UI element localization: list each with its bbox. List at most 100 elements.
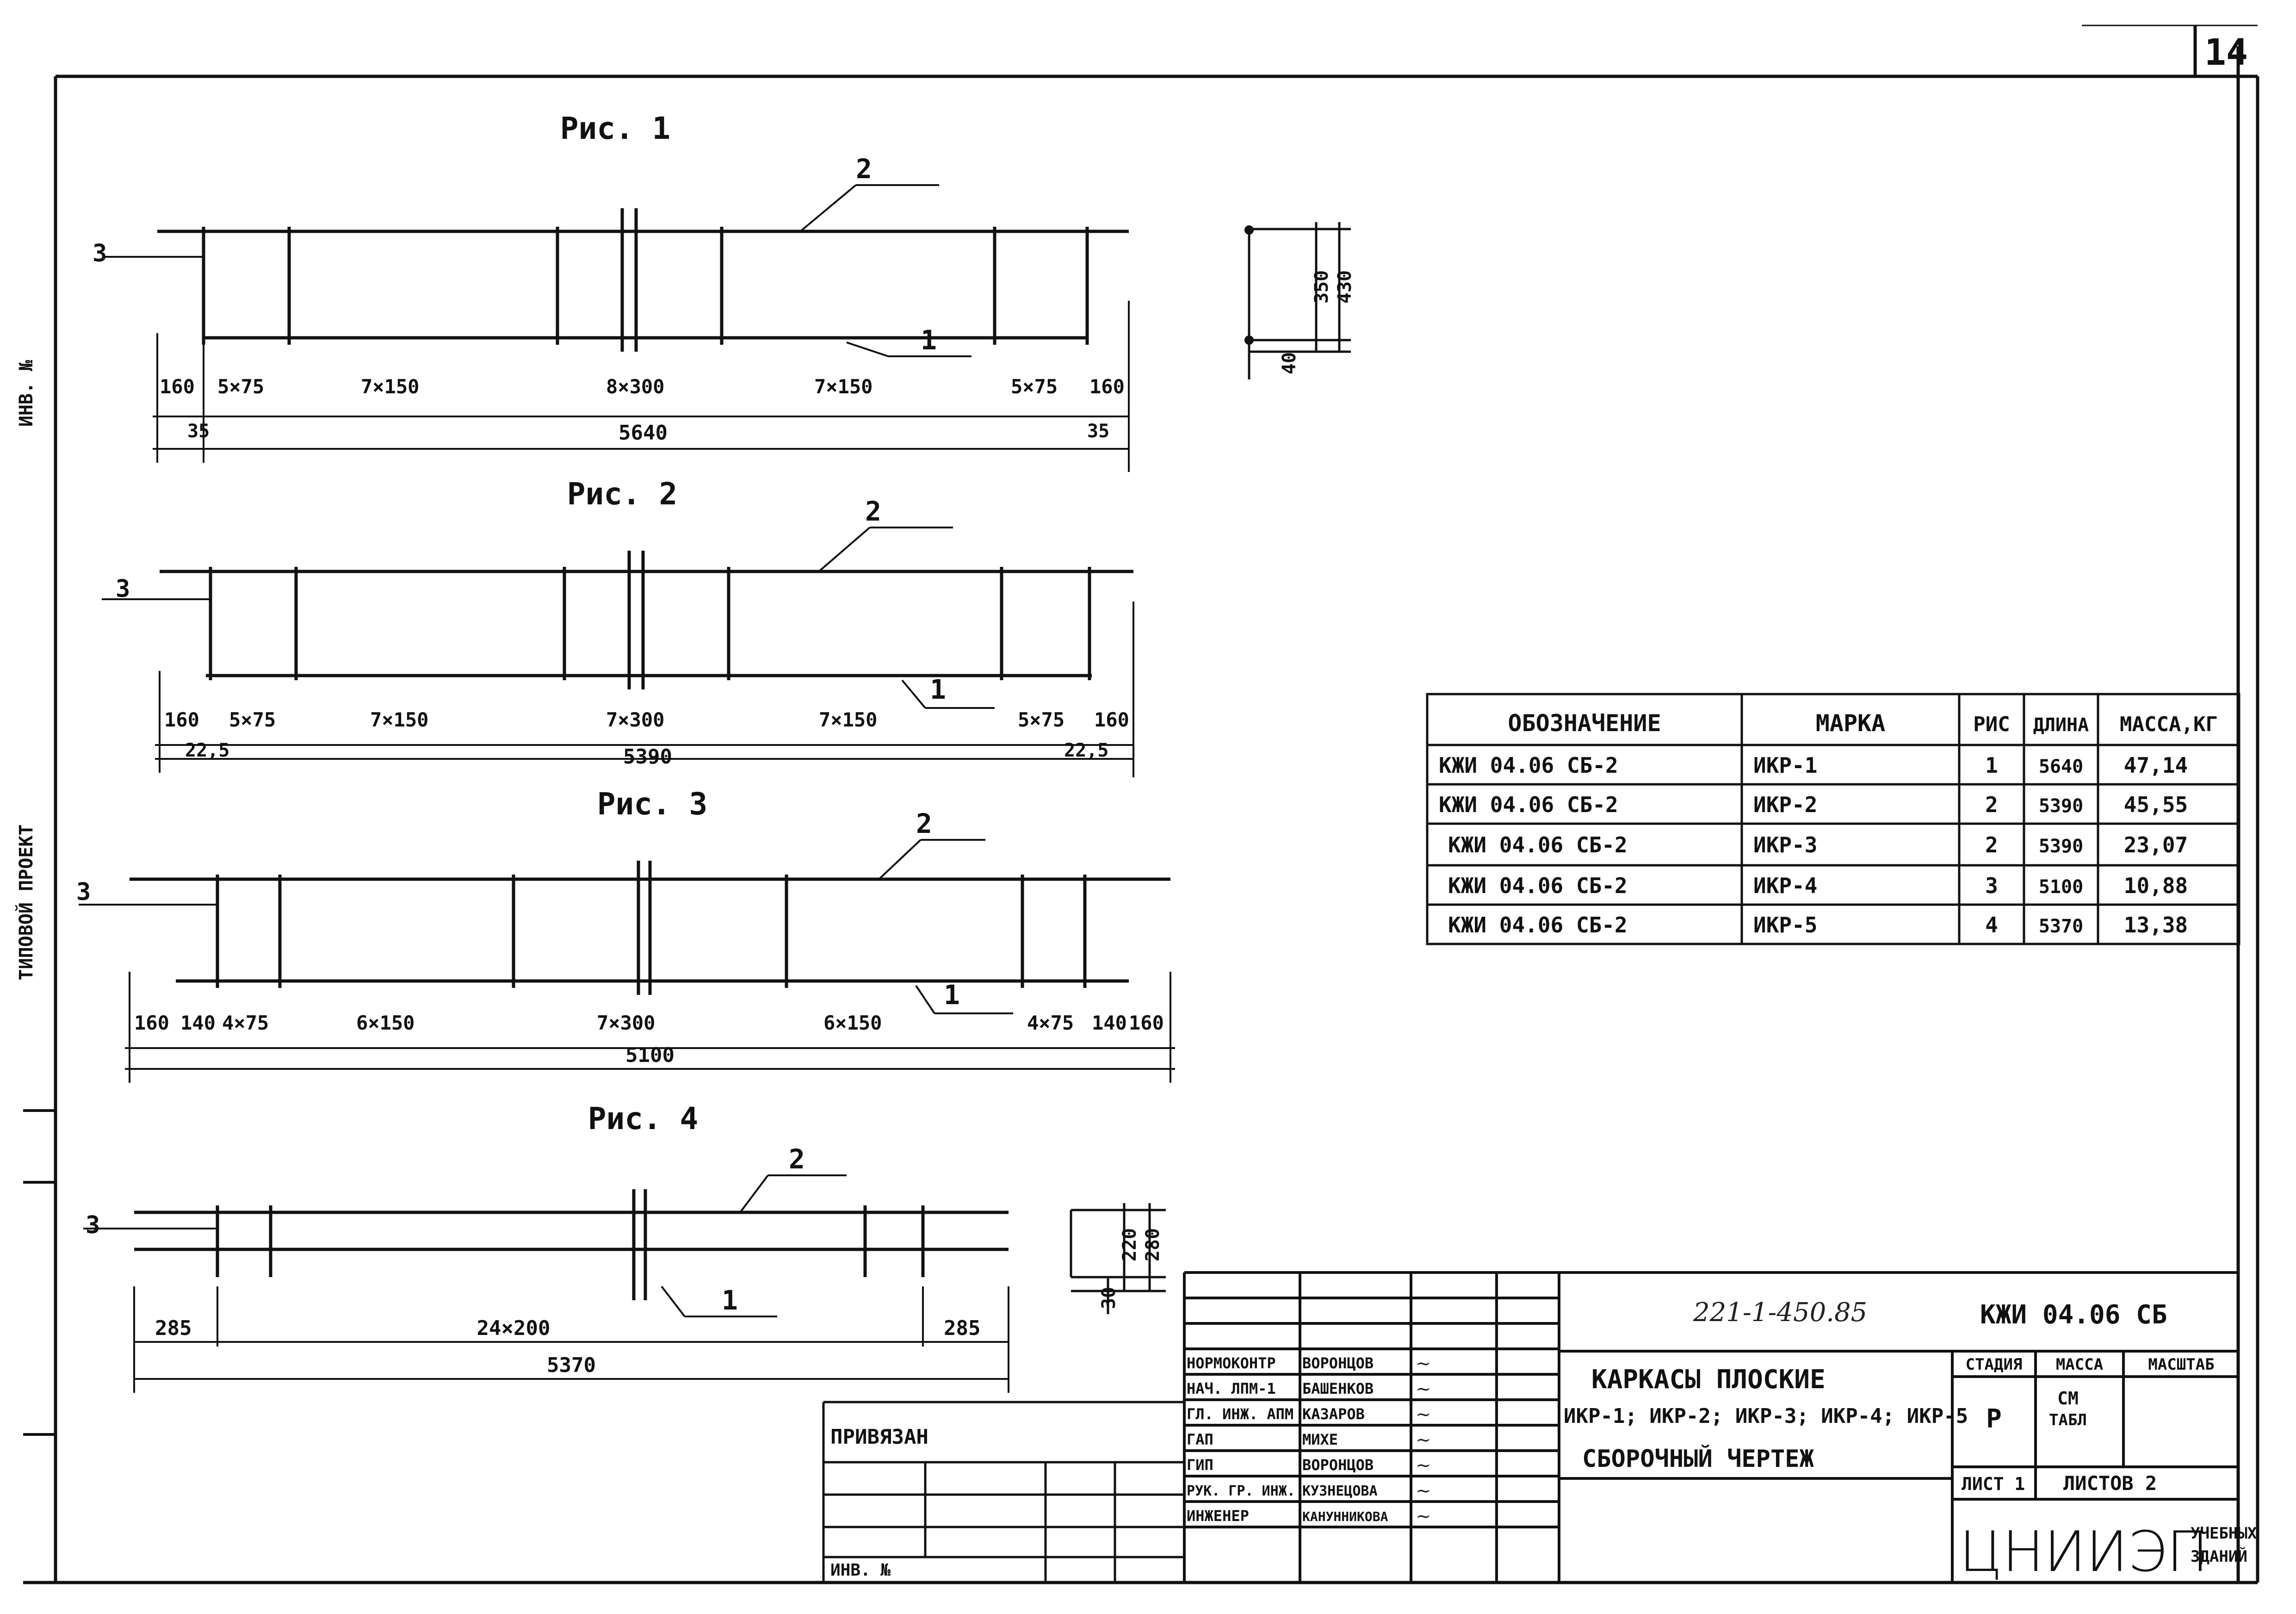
table-cell: 5100 <box>2039 876 2083 898</box>
segment-label: 160 <box>1089 375 1125 398</box>
sheet-label: ЛИСТ 1 <box>1962 1474 2025 1494</box>
table-cell: 13,38 <box>2124 913 2188 937</box>
mass-value-1: СМ <box>2057 1388 2079 1409</box>
segment-label: 160 <box>164 708 199 731</box>
table-row: КЖИ 04.06 СБ-2 ИКР-4 3 5100 10,88 <box>1448 873 2188 898</box>
table-cell: ИКР-4 <box>1753 873 1817 898</box>
edge-label: 22,5 <box>185 740 229 761</box>
staff-row: РУК. ГР. ИНЖ. КУЗНЕЦОВА ~ <box>1187 1480 1431 1502</box>
segment-label: 140 <box>180 1012 216 1034</box>
table-header: РИС <box>1973 713 2010 736</box>
signature: ~ <box>1416 1378 1431 1400</box>
spec-table: ОБОЗНАЧЕНИЕ МАРКА РИС ДЛИНА МАССА,КГ КЖИ… <box>1426 693 2240 945</box>
staff-row: ИНЖЕНЕР КАНУННИКОВА ~ <box>1187 1506 1431 1527</box>
table-cell: КЖИ 04.06 СБ-2 <box>1448 832 1628 857</box>
callout-2: 2 <box>865 496 881 527</box>
figure-title: Рис. 4 <box>588 1101 698 1136</box>
table-cell: КЖИ 04.06 СБ-2 <box>1439 753 1618 778</box>
staff-role: ГАП <box>1187 1431 1213 1448</box>
title-line-2: ИКР-1; ИКР-2; ИКР-3; ИКР-4; ИКР-5 <box>1564 1404 1968 1428</box>
callout-2: 2 <box>916 808 932 839</box>
segment-label: 24×200 <box>477 1316 551 1340</box>
figure-title: Рис. 2 <box>567 476 677 512</box>
table-header: МАРКА <box>1816 710 1886 737</box>
segment-label: 5×75 <box>1011 375 1058 398</box>
segment-label: 4×75 <box>1027 1012 1074 1034</box>
section-total: 430 <box>1334 270 1355 304</box>
segment-label: 5×75 <box>229 708 276 731</box>
staff-role: НОРМОКОНТР <box>1187 1354 1276 1372</box>
org-line-1: УЧЕБНЫХ <box>2191 1524 2257 1543</box>
table-row: КЖИ 04.06 СБ-2 ИКР-2 2 5390 45,55 <box>1439 792 2188 817</box>
table-cell: 3 <box>1985 873 1998 898</box>
table-cell: 10,88 <box>2124 873 2188 898</box>
figure-3: Рис. 3 3 2 1 160 140 4× <box>76 786 1175 1083</box>
figure-1: Рис. 1 3 2 1 160 5×7 <box>93 111 1130 472</box>
sheet-frame <box>23 25 2259 1584</box>
section-detail-2: 220 280 30 <box>1070 1203 1166 1314</box>
table-cell: ИКР-5 <box>1753 913 1817 937</box>
staff-role: ИНЖЕНЕР <box>1187 1507 1249 1525</box>
table-cell: 5390 <box>2039 795 2083 817</box>
table-cell: 5370 <box>2039 916 2083 937</box>
section-height: 350 <box>1311 270 1332 304</box>
mass-value-2: ТАБЛ <box>2049 1411 2087 1429</box>
staff-name: МИХЕ <box>1302 1431 1338 1448</box>
staff-row: НОРМОКОНТР ВОРОНЦОВ ~ <box>1187 1353 1431 1374</box>
staff-role: ГЛ. ИНЖ. АПМ <box>1187 1405 1293 1423</box>
signature: ~ <box>1416 1429 1431 1451</box>
callout-1: 1 <box>722 1285 738 1316</box>
staff-name: ВОРОНЦОВ <box>1302 1456 1374 1474</box>
segment-label: 6×150 <box>356 1012 415 1034</box>
table-cell: 1 <box>1985 753 1998 778</box>
mass-header: МАССА <box>2056 1355 2103 1374</box>
segment-label: 160 <box>160 375 195 398</box>
segment-label: 7×150 <box>819 708 877 731</box>
callout-3: 3 <box>86 1211 100 1239</box>
segment-label: 285 <box>944 1316 980 1340</box>
overall-dimension: 5370 <box>547 1353 596 1377</box>
callout-1: 1 <box>944 979 960 1011</box>
table-header: ДЛИНА <box>2033 714 2089 736</box>
callout-1: 1 <box>921 324 937 356</box>
segment-label: 160 <box>134 1012 169 1034</box>
table-cell: КЖИ 04.06 СБ-2 <box>1439 792 1618 817</box>
title-line-3: СБОРОЧНЫЙ ЧЕРТЕЖ <box>1582 1445 1814 1473</box>
table-header: МАССА,КГ <box>2120 713 2218 736</box>
table-cell: 2 <box>1985 832 1998 857</box>
edge-label: 35 <box>1087 421 1109 442</box>
margin-stamp-top: ИНВ. № <box>16 360 37 427</box>
callout-2: 2 <box>789 1143 805 1175</box>
left-margin-marks <box>23 1109 56 1436</box>
table-cell: 47,14 <box>2124 753 2188 778</box>
scale-header: МАСШТАБ <box>2148 1355 2214 1374</box>
section-total: 280 <box>1142 1228 1163 1261</box>
stage-header: СТАДИЯ <box>1966 1355 2023 1374</box>
edge-label: 22,5 <box>1064 740 1108 761</box>
segment-label: 7×300 <box>597 1012 655 1034</box>
segment-label: 7×150 <box>361 375 419 398</box>
segment-label: 7×150 <box>370 708 428 731</box>
table-header: ОБОЗНАЧЕНИЕ <box>1508 710 1661 737</box>
figure-title: Рис. 1 <box>560 111 670 146</box>
table-cell: КЖИ 04.06 СБ-2 <box>1448 873 1628 898</box>
overall-dimension: 5100 <box>625 1043 675 1067</box>
staff-name: ВОРОНЦОВ <box>1302 1354 1374 1372</box>
title-block: ПРИВЯЗАН ИНВ. № НОРМОКОНТР ВОРОНЦОВ ~ НА… <box>822 1271 2257 1584</box>
staff-name: КАЗАРОВ <box>1302 1405 1365 1423</box>
callout-2: 2 <box>856 153 872 185</box>
sheet-number: 14 <box>2204 32 2248 74</box>
segment-label: 7×150 <box>814 375 873 398</box>
callout-3: 3 <box>116 575 130 603</box>
signature: ~ <box>1416 1404 1431 1425</box>
staff-name: БАШЕНКОВ <box>1302 1380 1374 1397</box>
table-cell: ИКР-3 <box>1753 832 1817 857</box>
drawing-code: КЖИ 04.06 СБ <box>1980 1300 2167 1330</box>
table-row: КЖИ 04.06 СБ-2 ИКР-5 4 5370 13,38 <box>1448 913 2188 937</box>
callout-3: 3 <box>76 878 91 906</box>
table-cell: 45,55 <box>2124 792 2188 817</box>
segment-label: 4×75 <box>222 1012 269 1034</box>
segment-label: 5×75 <box>217 375 264 398</box>
table-row: КЖИ 04.06 СБ-2 ИКР-1 1 5640 47,14 <box>1439 753 2188 778</box>
